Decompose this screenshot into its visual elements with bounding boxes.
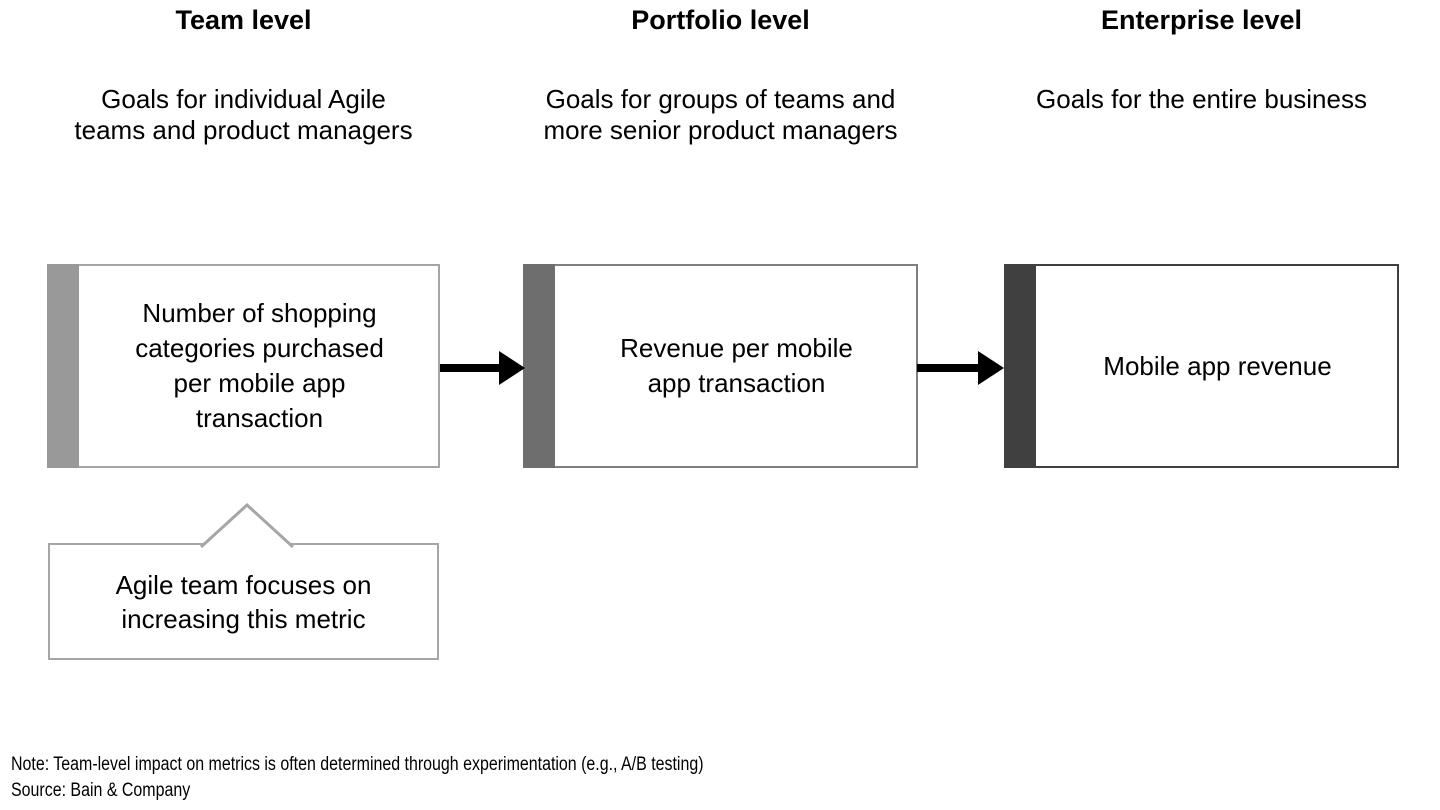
note-text: Note: Team-level impact on metrics is of…: [11, 754, 704, 775]
flow-arrow-team-to-portfolio: [440, 351, 525, 385]
level-strip-enterprise: [1004, 264, 1036, 468]
metric-text-enterprise: Mobile app revenue: [1103, 350, 1332, 381]
column-title-enterprise: Enterprise level: [1100, 5, 1303, 35]
callout-text: Agile team focuses on increasing this me…: [115, 569, 372, 634]
metric-text-team: Number of shopping categories purchased …: [135, 298, 384, 433]
footer-notes: Note: Team-level impact on metrics is of…: [11, 752, 704, 804]
arrow-head-icon: [978, 351, 1004, 385]
metric-text-portfolio: Revenue per mobile app transaction: [620, 333, 853, 398]
source-text: Source: Bain & Company: [11, 780, 191, 801]
metric-box-portfolio: Revenue per mobile app transaction: [523, 264, 918, 468]
callout-pointer-icon: [200, 502, 294, 549]
callout-box: Agile team focuses on increasing this me…: [48, 502, 439, 660]
arrow-shaft: [917, 364, 978, 372]
level-strip-portfolio: [523, 264, 555, 468]
column-subtitle-team: Goals for individual Agile teams and pro…: [74, 84, 413, 145]
metric-box-enterprise: Mobile app revenue: [1004, 264, 1399, 468]
column-title-team: Team level: [175, 5, 312, 35]
column-subtitle-portfolio: Goals for groups of teams and more senio…: [543, 84, 898, 145]
column-title-portfolio: Portfolio level: [631, 5, 810, 35]
arrow-head-icon: [499, 351, 525, 385]
column-subtitle-enterprise: Goals for the entire business: [1036, 84, 1367, 114]
arrow-shaft: [440, 364, 499, 372]
level-strip-team: [47, 264, 79, 468]
flow-arrow-portfolio-to-enterprise: [917, 351, 1004, 385]
metric-box-team: Number of shopping categories purchased …: [47, 264, 440, 468]
